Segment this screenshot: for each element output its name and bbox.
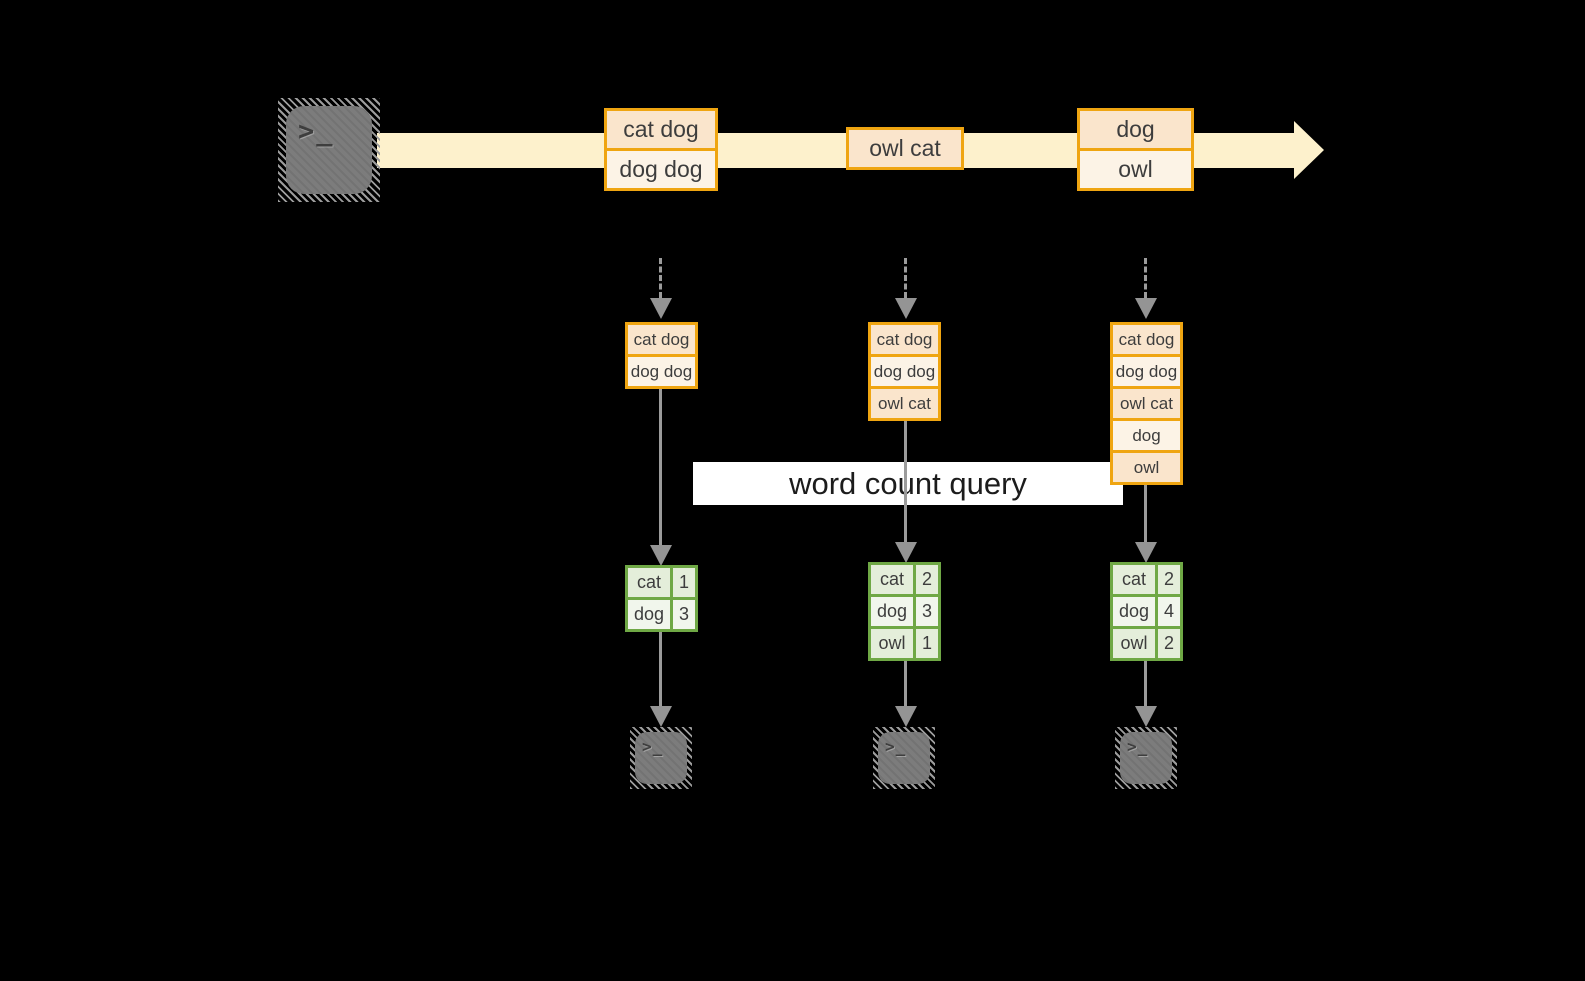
- arrow-line: [904, 418, 907, 544]
- count-cell: 2: [916, 565, 938, 594]
- buffer-row: dog: [1113, 418, 1180, 450]
- word-cell: cat: [628, 568, 670, 597]
- output-terminal-icon-1: >_: [630, 727, 692, 789]
- stream-message-3: dog owl: [1077, 108, 1194, 191]
- dashed-arrow-line: [904, 258, 907, 298]
- dashed-arrow-line: [659, 258, 662, 298]
- terminal-screen: >_: [286, 106, 372, 194]
- word-cell: dog: [871, 597, 913, 626]
- buffer-row: owl cat: [1113, 386, 1180, 418]
- arrowhead-icon: [650, 298, 672, 319]
- prompt-glyph: >_: [642, 737, 664, 756]
- message-row: dog: [1080, 111, 1191, 148]
- buffer-row: owl: [1113, 450, 1180, 482]
- terminal-screen: >_: [635, 732, 687, 784]
- arrowhead-icon: [650, 706, 672, 727]
- message-row: owl cat: [849, 130, 961, 167]
- prompt-glyph: >_: [298, 116, 335, 147]
- buffer-row: cat dog: [628, 325, 695, 354]
- arrowhead-icon: [650, 545, 672, 566]
- source-terminal-icon: >_: [278, 98, 380, 202]
- buffer-row: cat dog: [871, 325, 938, 354]
- terminal-screen: >_: [1120, 732, 1172, 784]
- arrowhead-icon: [1135, 542, 1157, 563]
- message-buffer-2: cat dog dog dog owl cat: [868, 322, 941, 421]
- word-count-table-1: cat 1 dog 3: [625, 565, 698, 632]
- word-cell: dog: [1113, 597, 1155, 626]
- stream-message-2: owl cat: [846, 127, 964, 170]
- count-cell: 4: [1158, 597, 1180, 626]
- message-buffer-1: cat dog dog dog: [625, 322, 698, 389]
- arrow-line: [1144, 661, 1147, 707]
- word-count-table-3: cat 2 dog 4 owl 2: [1110, 562, 1183, 661]
- message-buffer-3: cat dog dog dog owl cat dog owl: [1110, 322, 1183, 485]
- arrow-line: [1144, 482, 1147, 544]
- count-cell: 1: [916, 629, 938, 658]
- message-row: dog dog: [607, 148, 715, 188]
- buffer-row: cat dog: [1113, 325, 1180, 354]
- arrowhead-icon: [895, 706, 917, 727]
- prompt-glyph: >_: [885, 737, 907, 756]
- count-cell: 2: [1158, 629, 1180, 658]
- word-cell: cat: [871, 565, 913, 594]
- arrow-line: [659, 386, 662, 546]
- message-row: cat dog: [607, 111, 715, 148]
- arrowhead-icon: [1135, 706, 1157, 727]
- word-cell: dog: [628, 600, 670, 629]
- word-cell: cat: [1113, 565, 1155, 594]
- word-cell: owl: [1113, 629, 1155, 658]
- count-cell: 1: [673, 568, 695, 597]
- buffer-row: dog dog: [871, 354, 938, 386]
- dashed-arrow-line: [1144, 258, 1147, 298]
- word-cell: owl: [871, 629, 913, 658]
- buffer-row: dog dog: [628, 354, 695, 386]
- arrow-line: [904, 661, 907, 707]
- message-row: owl: [1080, 148, 1191, 188]
- output-terminal-icon-3: >_: [1115, 727, 1177, 789]
- output-terminal-icon-2: >_: [873, 727, 935, 789]
- arrowhead-icon: [1135, 298, 1157, 319]
- prompt-glyph: >_: [1127, 737, 1149, 756]
- count-cell: 3: [916, 597, 938, 626]
- arrow-line: [659, 632, 662, 707]
- buffer-row: dog dog: [1113, 354, 1180, 386]
- word-count-table-2: cat 2 dog 3 owl 1: [868, 562, 941, 661]
- arrowhead-icon: [895, 298, 917, 319]
- arrowhead-icon: [895, 542, 917, 563]
- count-cell: 2: [1158, 565, 1180, 594]
- word-count-query-banner: word count query: [693, 462, 1123, 505]
- count-cell: 3: [673, 600, 695, 629]
- buffer-row: owl cat: [871, 386, 938, 418]
- stream-arrowhead-icon: [1294, 121, 1324, 179]
- stream-message-1: cat dog dog dog: [604, 108, 718, 191]
- terminal-screen: >_: [878, 732, 930, 784]
